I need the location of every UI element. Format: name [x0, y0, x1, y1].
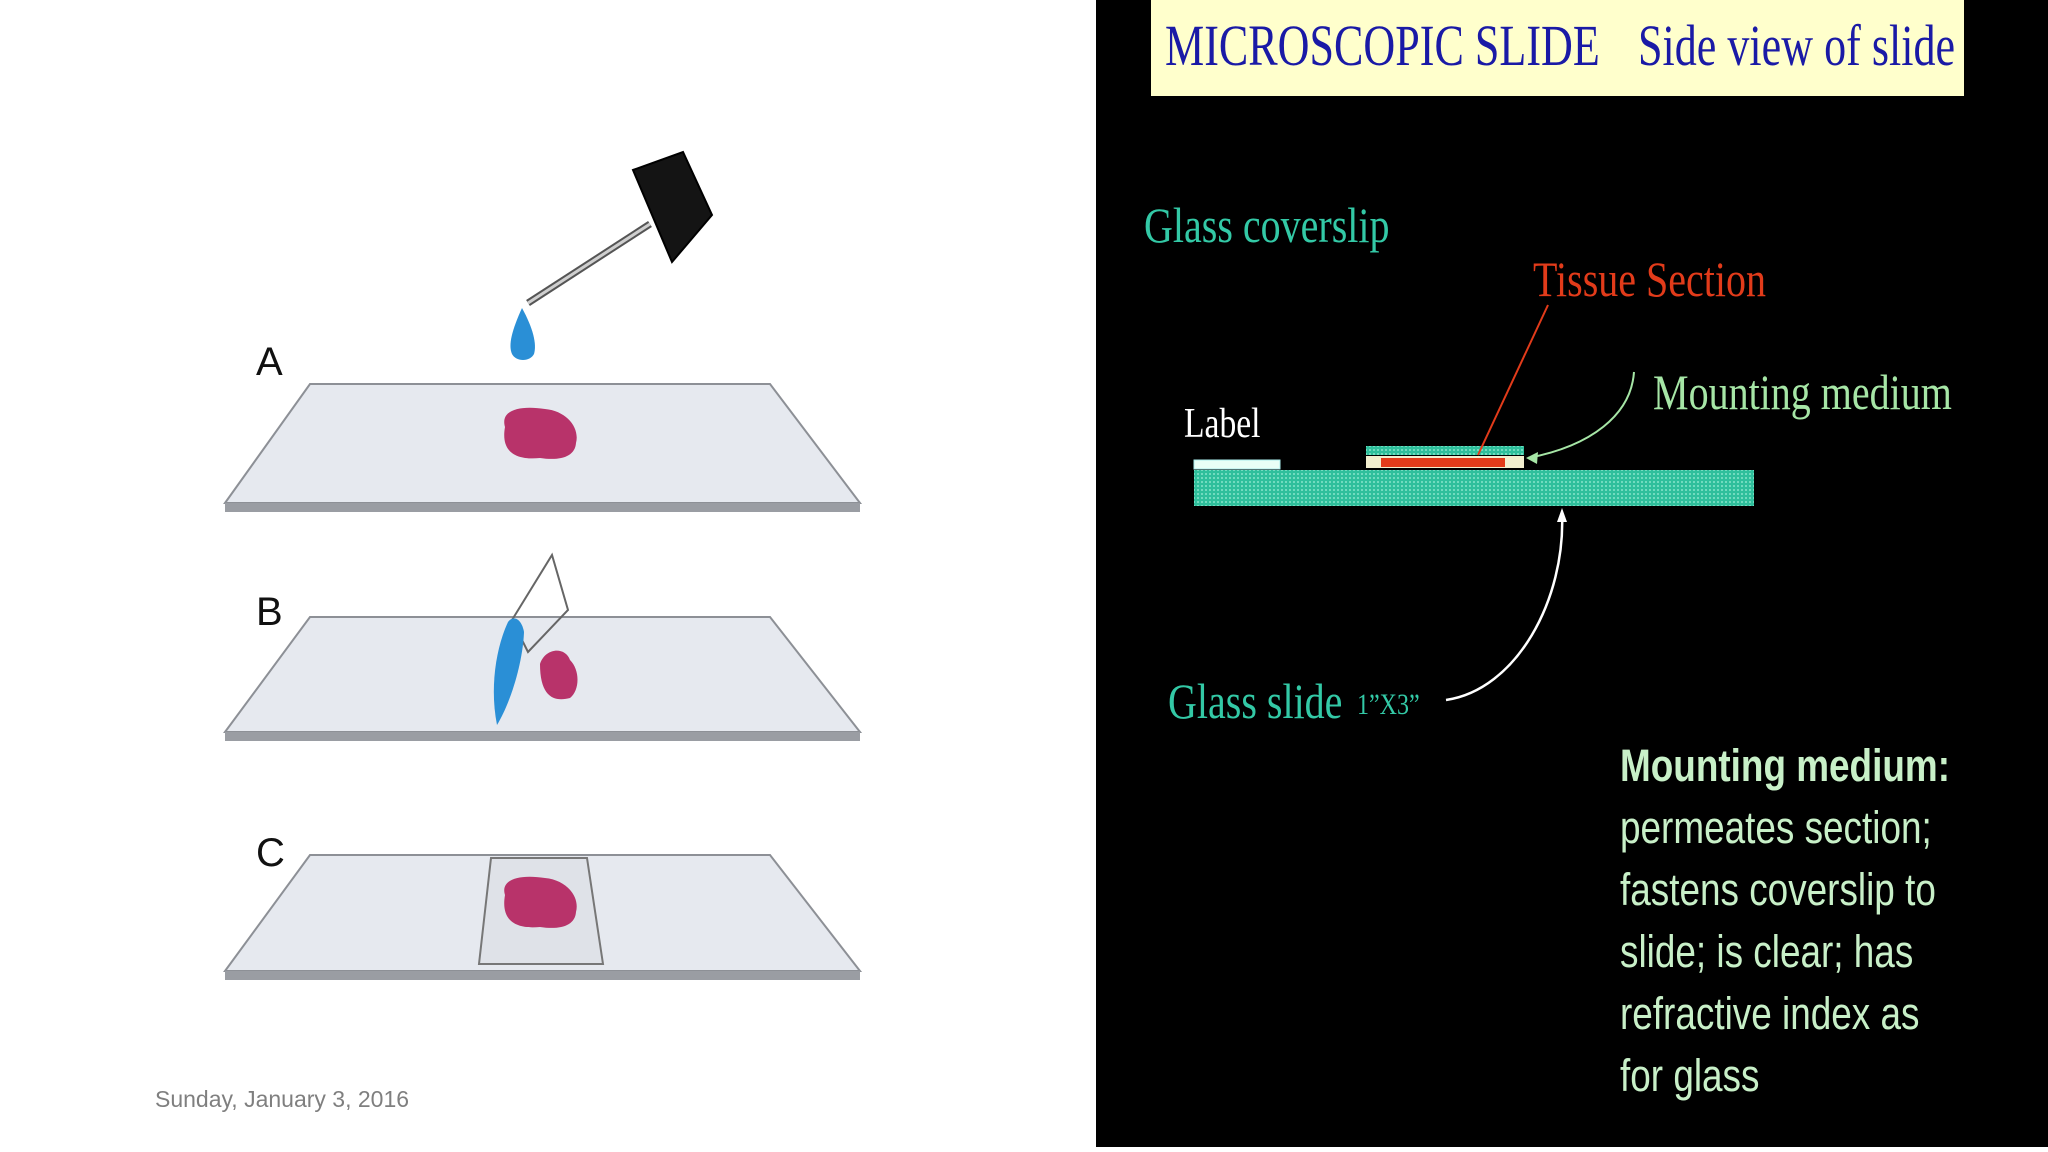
step-b-group	[223, 552, 863, 741]
glass-coverslip-layer	[1366, 446, 1524, 455]
step-letter-b: B	[256, 590, 283, 634]
liquid-wedge-b	[493, 618, 524, 725]
slide-b-edge	[225, 732, 860, 741]
slide-mounting-steps: A B C	[223, 150, 863, 980]
medium-pointer	[1527, 371, 1635, 459]
slide-c-edge	[225, 971, 860, 980]
tissue-c	[504, 876, 577, 928]
title-banner: MICROSCOPIC SLIDE Side view of slide	[1151, 0, 1964, 96]
label-tissue-section: Tissue Section	[1533, 251, 1767, 307]
tissue-section-layer	[1381, 458, 1505, 467]
liquid-drop-a	[510, 308, 535, 360]
slide-a-edge	[225, 503, 860, 512]
title-main: MICROSCOPIC SLIDE	[1165, 13, 1600, 78]
tissue-b	[540, 650, 578, 700]
label-glass-slide-size: 1”X3”	[1357, 688, 1420, 721]
label-glass-coverslip: Glass coverslip	[1144, 197, 1390, 253]
right-diagram-panel: MICROSCOPIC SLIDE Side view of slide Gla…	[1096, 0, 2048, 1147]
coverslip-icon	[493, 552, 570, 725]
slide-arrowhead	[1557, 508, 1567, 522]
date-footer: Sunday, January 3, 2016	[155, 1086, 410, 1112]
slide-pointer	[1445, 511, 1564, 702]
description-heading: Mounting medium:	[1620, 740, 1950, 791]
label-strip	[1193, 459, 1281, 470]
left-illustration-panel: A B C Sunday, January 3, 2016	[155, 150, 863, 1112]
step-letter-c: C	[256, 831, 285, 875]
tissue-pointer	[1477, 304, 1549, 456]
side-view-diagram	[1193, 304, 1754, 702]
label-label: Label	[1184, 401, 1261, 447]
mounting-medium-description: Mounting medium: permeates section; fast…	[1620, 735, 1964, 1107]
step-c-group	[223, 854, 863, 980]
title-side: Side view of slide	[1638, 13, 1956, 78]
label-mounting-medium: Mounting medium	[1653, 364, 1952, 420]
dropper-icon	[510, 150, 714, 360]
label-glass-slide: Glass slide	[1168, 673, 1343, 729]
description-body: permeates section; fastens coverslip to …	[1620, 802, 1936, 1101]
glass-slide-bar	[1194, 470, 1754, 506]
medium-arrowhead	[1526, 452, 1538, 464]
step-a-group	[223, 150, 863, 512]
step-letter-a: A	[256, 340, 283, 384]
tissue-a	[504, 407, 577, 459]
